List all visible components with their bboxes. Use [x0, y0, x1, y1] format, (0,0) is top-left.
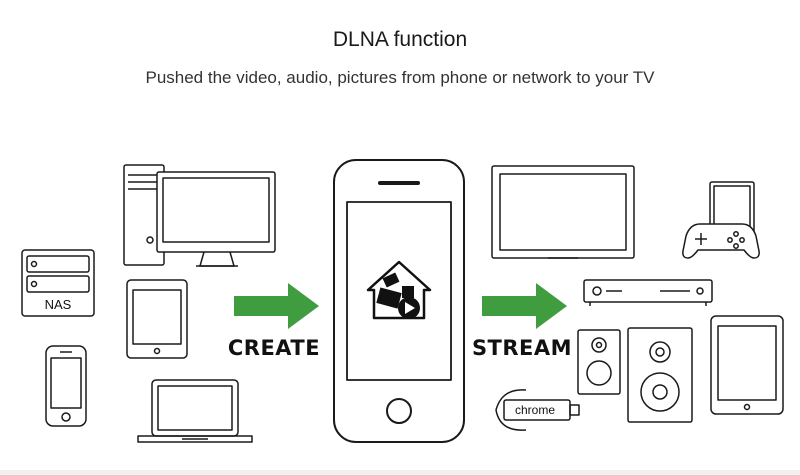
set-top-box-icon	[583, 279, 713, 306]
large-speaker-icon	[627, 327, 693, 423]
bottom-divider	[0, 470, 800, 475]
desktop-computer-icon	[123, 164, 276, 267]
nas-label: NAS	[45, 297, 72, 312]
small-phone-icon	[45, 345, 87, 427]
right-tablet-icon	[710, 315, 784, 415]
game-controller-icon	[682, 223, 760, 259]
central-smartphone-icon	[333, 159, 465, 443]
stream-label: STREAM	[472, 336, 572, 360]
stream-arrow-icon	[482, 283, 567, 329]
media-app-icon	[366, 260, 432, 320]
create-label: CREATE	[228, 336, 320, 360]
chrome-label: chrome	[515, 403, 555, 417]
small-speaker-icon	[577, 329, 621, 395]
create-arrow-icon	[234, 283, 319, 329]
tablet-icon	[126, 279, 188, 359]
tv-icon	[491, 165, 635, 259]
chromecast-icon	[495, 389, 580, 431]
page-title: DLNA function	[332, 28, 468, 51]
laptop-icon	[137, 379, 253, 443]
page-subtitle: Pushed the video, audio, pictures from p…	[145, 68, 655, 87]
nas-icon	[21, 249, 95, 317]
